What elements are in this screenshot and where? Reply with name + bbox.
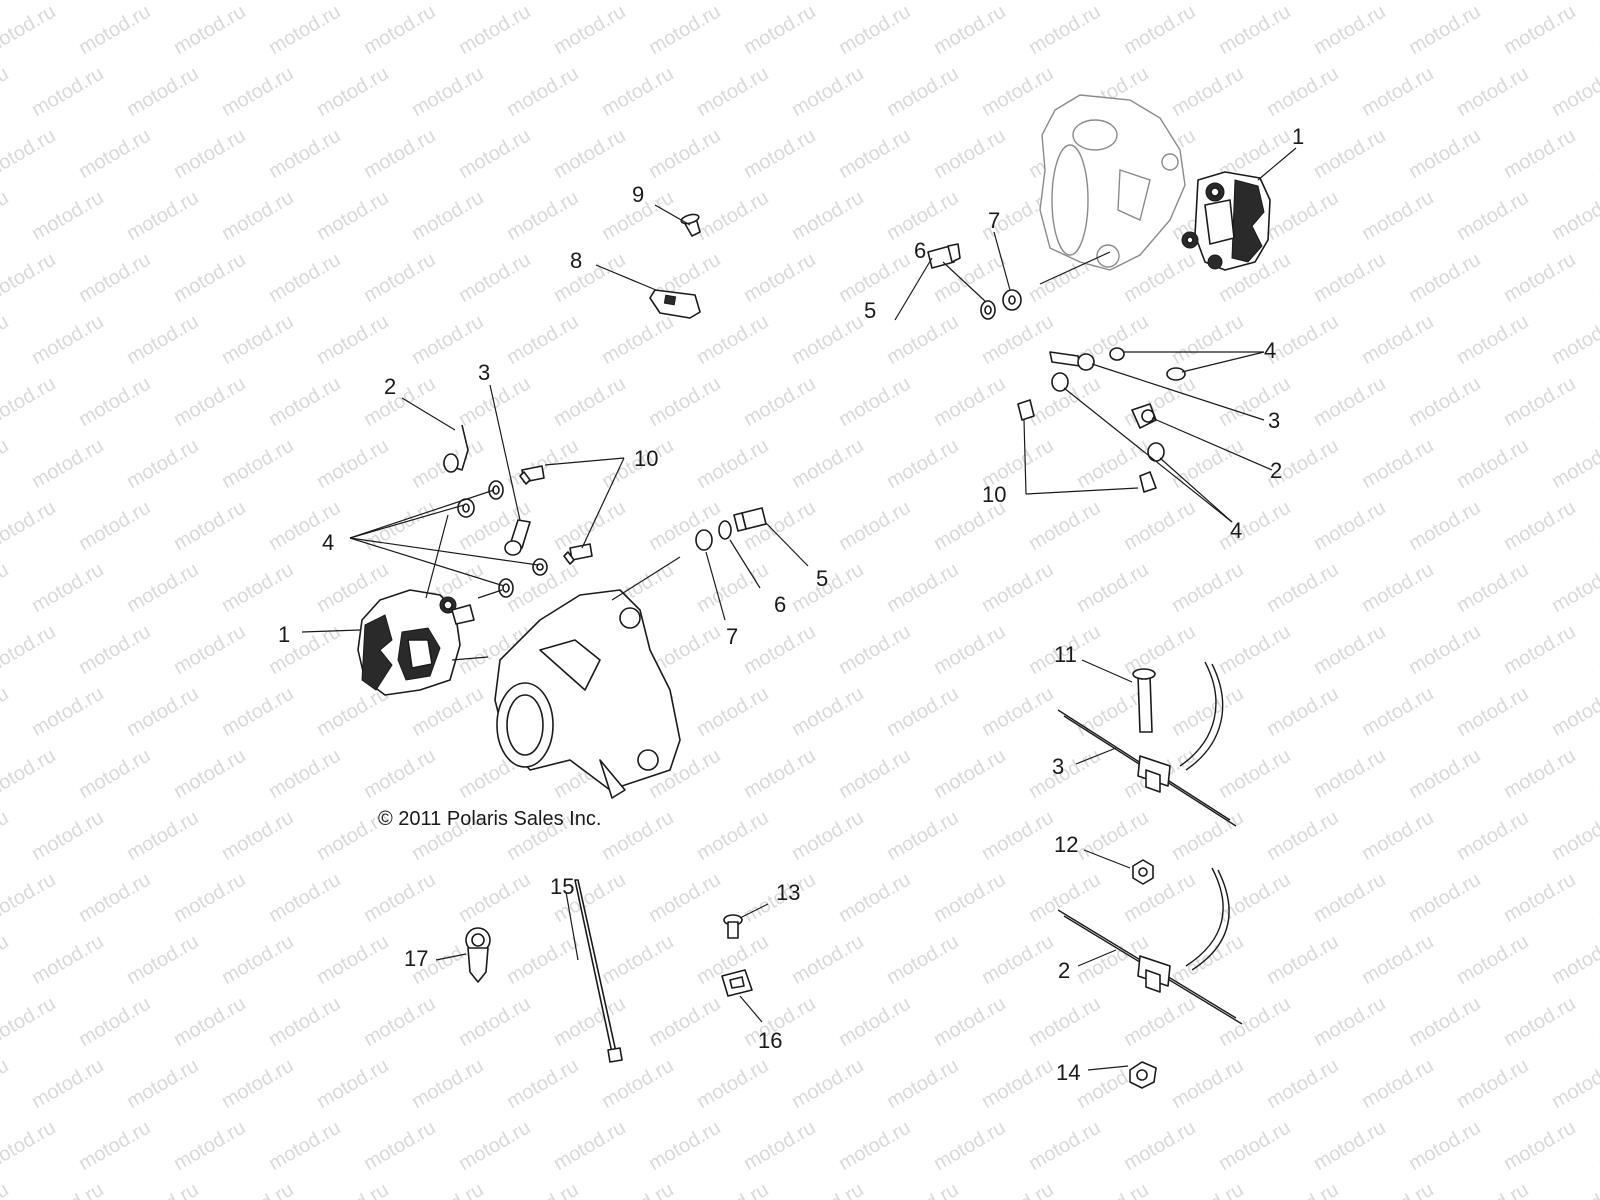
callout-line-3: 3 [1052,754,1064,779]
leaders-right [894,147,1297,523]
cable-tie-15 [565,879,623,1063]
caliper-left [357,589,475,696]
washer-right-6-hole [984,305,992,315]
brake-line-lower [1057,867,1243,1025]
washer-right-4d [1147,442,1165,462]
callout-r-10: 10 [982,482,1006,507]
washer-left-6 [718,520,732,540]
callout-r-3: 3 [1268,408,1280,433]
caliper-right [1181,171,1271,271]
callout-7: 7 [726,624,738,649]
bolts-right-10 [1017,399,1157,493]
callout-line-2: 2 [1058,958,1070,983]
callout-15: 15 [550,874,574,899]
callout-3: 3 [478,360,490,385]
screw-13 [723,903,769,939]
callout-8: 8 [570,248,582,273]
bolt-11 [1132,668,1156,733]
callout-2: 2 [384,374,396,399]
knuckle-left [494,589,681,799]
callouts-right: 1 7 6 5 4 3 2 10 4 [864,124,1304,543]
callout-14: 14 [1056,1060,1080,1085]
washers-left [457,480,548,598]
bolt-right-5 [927,243,961,269]
bolt-left-5 [733,507,767,532]
brake-line-upper [1057,661,1237,827]
callout-17: 17 [404,946,428,971]
screw-9 [680,213,701,237]
callout-6: 6 [774,592,786,617]
copyright-notice: © 2011 Polaris Sales Inc. [378,808,602,830]
nut-14 [1129,1061,1157,1089]
callouts-left: 9 8 2 3 10 4 1 5 6 7 [278,182,828,649]
bracket-8 [649,289,701,319]
leaders-lines [1075,659,1133,1071]
bolts-left-10 [519,465,593,565]
nut-12 [1132,859,1154,885]
callout-r-6: 6 [914,238,926,263]
callout-1: 1 [278,622,290,647]
fitting-right-3 [1049,351,1095,371]
callout-9: 9 [632,182,644,207]
knuckle-right [1039,94,1186,271]
leaders-left [301,204,809,661]
callout-13: 13 [776,880,800,905]
washer-right-4c [1051,372,1069,392]
fitting-left-2 [443,424,469,473]
washer-right-4a [1109,347,1125,361]
washer-right-4b [1166,367,1186,381]
fitting-right-2 [1131,403,1157,429]
callout-r-7: 7 [988,208,1000,233]
washer-left-7 [695,529,713,551]
callout-5: 5 [816,566,828,591]
callout-r-1: 1 [1292,124,1304,149]
callouts-small: 15 13 17 16 [404,874,800,1053]
callouts-lines: 11 3 12 2 14 [1052,642,1080,1085]
callout-r-4a: 4 [1264,338,1276,363]
callout-r-2: 2 [1270,458,1282,483]
callout-r-5: 5 [864,298,876,323]
callout-16: 16 [758,1028,782,1053]
callout-r-4b: 4 [1230,518,1242,543]
callout-12: 12 [1054,832,1078,857]
washer-right-7-hole [1008,295,1016,305]
callout-10: 10 [634,446,658,471]
fitting-left-3 [504,519,531,556]
clamp-17 [435,927,491,983]
clip-16 [721,969,763,1023]
callout-4: 4 [322,530,334,555]
callout-11: 11 [1054,642,1077,667]
